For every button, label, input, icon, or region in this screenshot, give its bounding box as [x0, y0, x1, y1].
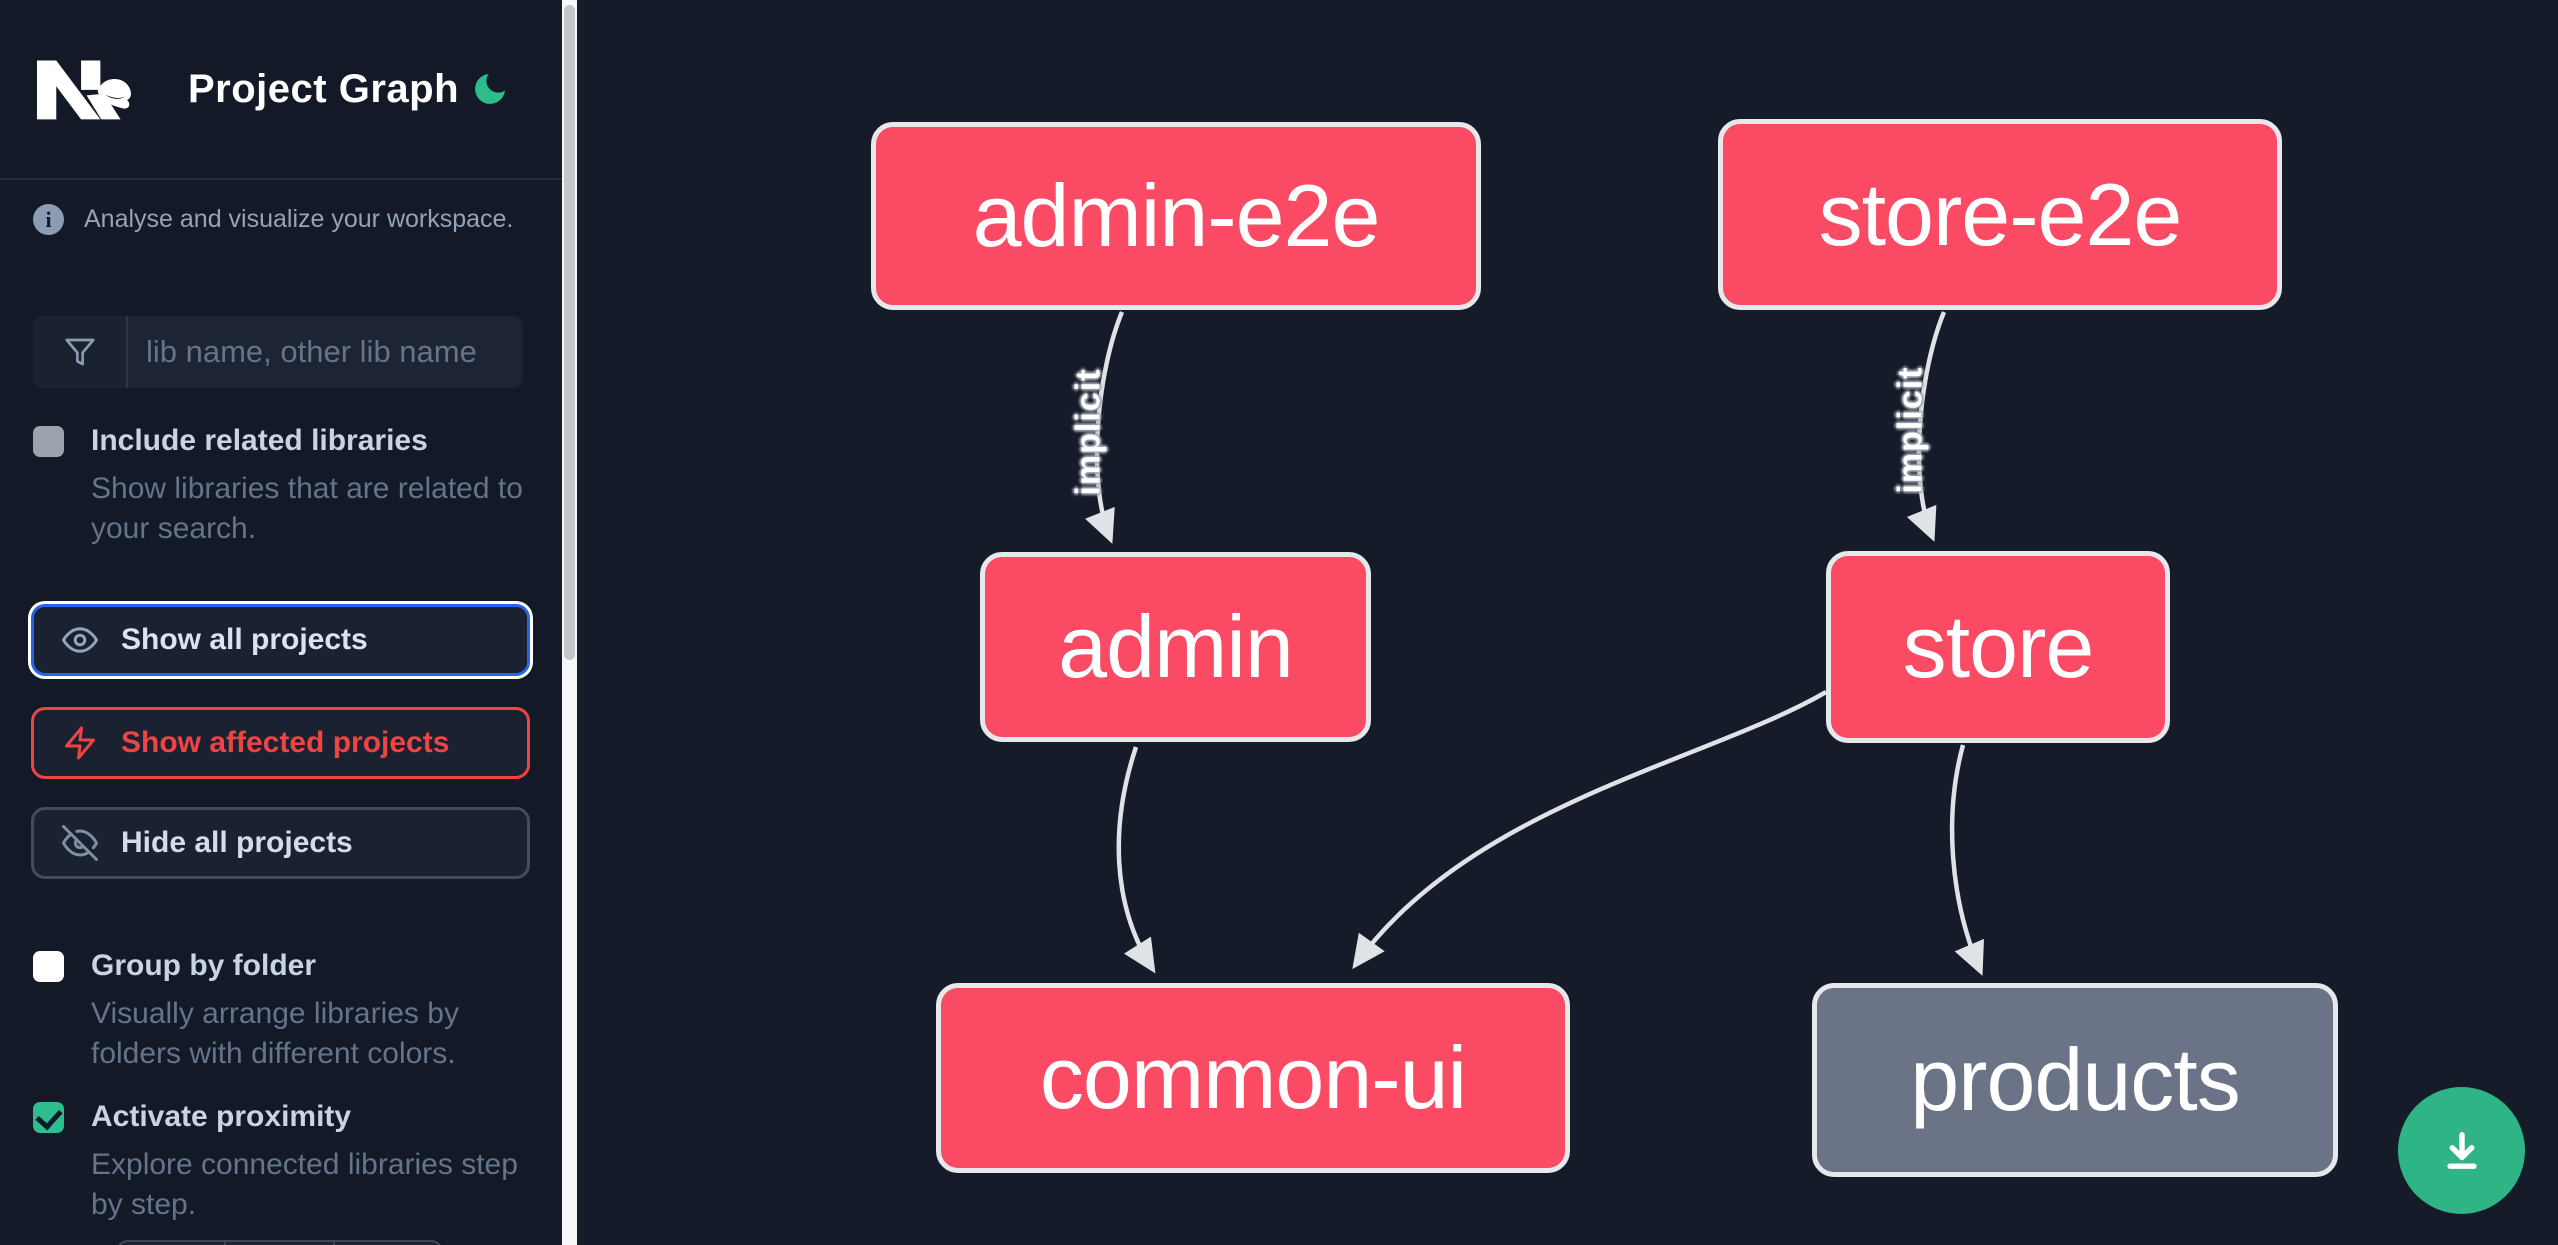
- hide-all-projects-label: Hide all projects: [121, 826, 353, 859]
- edge-admin-to-common-ui: [1116, 746, 1156, 974]
- activate-proximity-description: Explore connected libraries step by step…: [91, 1148, 518, 1221]
- edge-label-implicit-admin: implicit: [1069, 368, 1108, 496]
- graph-node-common-ui[interactable]: common-ui: [936, 983, 1570, 1173]
- sidebar-scrollbar[interactable]: [562, 0, 577, 1245]
- funnel-icon: [33, 316, 128, 388]
- show-affected-projects-button[interactable]: Show affected projects: [31, 707, 530, 779]
- activate-proximity-row: Activate proximity Explore connected lib…: [33, 1101, 533, 1225]
- hide-all-projects-button[interactable]: Hide all projects: [31, 807, 530, 879]
- graph-node-store-e2e[interactable]: store-e2e: [1718, 119, 2282, 310]
- include-related-checkbox[interactable]: [33, 426, 64, 457]
- node-label: store: [1902, 597, 2095, 696]
- workspace-info: i Analyse and visualize your workspace.: [33, 204, 533, 235]
- node-label: admin: [1058, 597, 1294, 696]
- group-by-folder-row: Group by folder Visually arrange librari…: [33, 950, 533, 1074]
- theme-toggle-moon-icon[interactable]: [470, 69, 510, 109]
- show-all-projects-label: Show all projects: [121, 623, 368, 656]
- graph-node-products[interactable]: products: [1812, 983, 2338, 1177]
- download-icon: [2446, 1131, 2477, 1169]
- group-by-folder-description: Visually arrange libraries by folders wi…: [91, 997, 459, 1070]
- page-title: Project Graph: [188, 66, 460, 111]
- eye-icon: [62, 627, 98, 653]
- group-by-folder-checkbox[interactable]: [33, 951, 64, 982]
- node-label: common-ui: [1039, 1028, 1467, 1127]
- search-input[interactable]: [128, 316, 523, 388]
- edge-store-to-products: [1949, 744, 1984, 976]
- graph-node-admin[interactable]: admin: [980, 552, 1371, 742]
- zap-icon: [65, 726, 95, 760]
- download-graph-button[interactable]: [2398, 1087, 2525, 1214]
- sidebar-header: Project Graph: [0, 0, 562, 180]
- search-box: [33, 316, 523, 388]
- group-by-folder-label: Group by folder: [91, 949, 316, 982]
- node-label: products: [1910, 1030, 2241, 1129]
- workspace-info-text: Analyse and visualize your workspace.: [84, 205, 514, 233]
- sidebar: Project Graph i Analyse and visualize yo…: [0, 0, 562, 1245]
- edge-label-implicit-store: implicit: [1891, 366, 1930, 494]
- project-graph-canvas[interactable]: implicit implicit admin-e2e store-e2e ad…: [577, 0, 2558, 1245]
- info-icon: i: [33, 204, 64, 235]
- node-label: admin-e2e: [972, 166, 1381, 265]
- activate-proximity-label: Activate proximity: [91, 1100, 352, 1133]
- nx-logo-icon: [36, 60, 131, 120]
- include-related-row: Include related libraries Show libraries…: [33, 425, 533, 549]
- graph-node-admin-e2e[interactable]: admin-e2e: [871, 122, 1481, 310]
- graph-node-store[interactable]: store: [1826, 551, 2170, 743]
- proximity-stepper[interactable]: [116, 1240, 443, 1245]
- activate-proximity-checkbox[interactable]: [33, 1102, 64, 1133]
- include-related-label: Include related libraries: [91, 424, 428, 457]
- include-related-description: Show libraries that are related to your …: [91, 472, 523, 545]
- show-affected-projects-label: Show affected projects: [121, 726, 450, 759]
- edge-store-to-common-ui: [1352, 690, 1828, 970]
- eye-off-icon: [62, 825, 98, 861]
- node-label: store-e2e: [1818, 164, 2183, 264]
- sidebar-scrollbar-thumb[interactable]: [564, 5, 575, 660]
- show-all-projects-button[interactable]: Show all projects: [31, 604, 530, 676]
